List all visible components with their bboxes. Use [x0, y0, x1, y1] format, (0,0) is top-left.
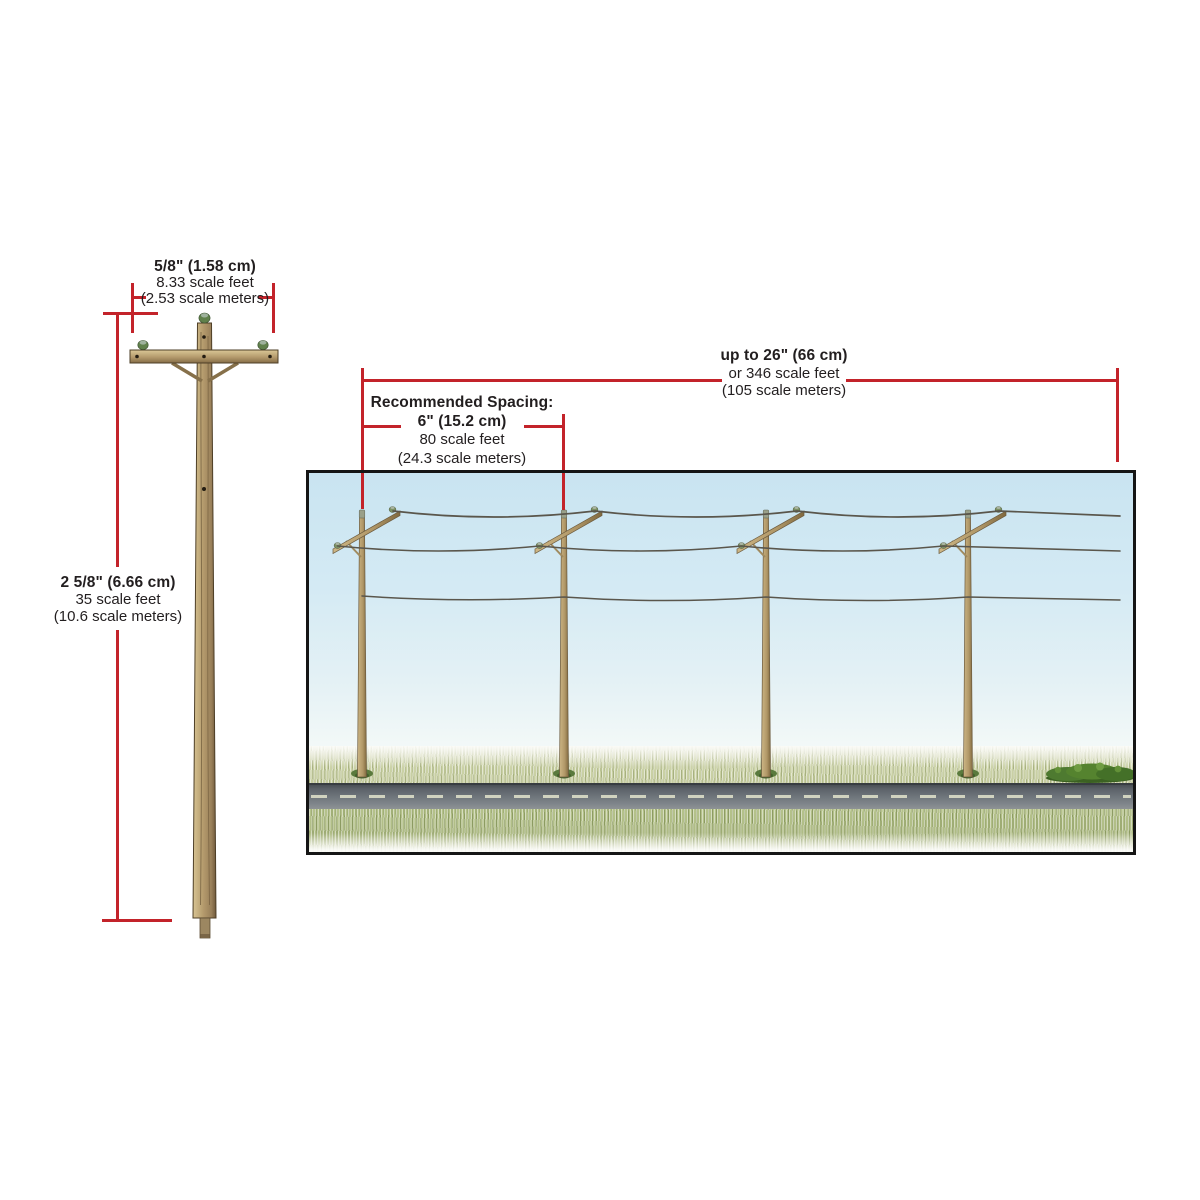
- spacing-dim-stub-left: [361, 425, 401, 428]
- crossarm-brace-left: [171, 361, 203, 383]
- pole-product-illustration: [129, 312, 279, 939]
- pole-height-feet: 35 scale feet: [75, 591, 161, 608]
- road-centerline: [311, 795, 1131, 798]
- crossarm-width-label: 5/8" (1.58 cm) 8.33 scale feet (2.53 sca…: [85, 259, 325, 307]
- crossarm-brace-right: [207, 361, 239, 383]
- crossarm-dim-stub-right: [258, 296, 275, 299]
- height-dim-top-tick: [103, 312, 158, 315]
- run-length-size: up to 26" (66 cm): [720, 347, 848, 364]
- spacing-size: 6" (15.2 cm): [417, 412, 507, 430]
- recommended-spacing-label: Recommended Spacing: 6" (15.2 cm) 80 sca…: [342, 394, 582, 468]
- length-dim-line-right: [846, 379, 1119, 382]
- peg-shadow: [200, 934, 210, 938]
- bolt: [135, 354, 139, 359]
- length-dim-right-tick: [1116, 368, 1119, 462]
- bolt: [268, 354, 272, 359]
- pole-hole: [202, 487, 206, 491]
- spacing-title: Recommended Spacing:: [370, 394, 554, 411]
- pole-height-size: 2 5/8" (6.66 cm): [60, 574, 176, 591]
- spacing-feet: 80 scale feet: [419, 431, 505, 448]
- spacing-meters: (24.3 scale meters): [397, 449, 527, 467]
- crossarm-dim-left-tick: [131, 283, 134, 333]
- crossarm-dim-right-tick: [272, 283, 275, 333]
- pole-height-label: 2 5/8" (6.66 cm) 35 scale feet (10.6 sca…: [18, 574, 218, 625]
- height-dim-line-lower: [116, 630, 119, 922]
- pole-height-meters: (10.6 scale meters): [53, 608, 183, 625]
- mounting-peg: [199, 917, 211, 939]
- run-length-meters: (105 scale meters): [721, 382, 847, 399]
- insulator-top: [198, 312, 211, 324]
- bolt: [202, 335, 206, 339]
- run-length-label: up to 26" (66 cm) or 346 scale feet (105…: [662, 347, 906, 400]
- road: [309, 783, 1133, 809]
- layout-scene: [309, 473, 1133, 852]
- run-length-feet: or 346 scale feet: [728, 364, 840, 382]
- crossarm-width-feet: 8.33 scale feet: [156, 274, 254, 291]
- height-dim-bottom-tick: [102, 919, 172, 922]
- length-dim-left-tick: [361, 368, 364, 509]
- crossarm-width-meters: (2.53 scale meters): [140, 290, 270, 307]
- length-dim-line-left: [361, 379, 722, 382]
- crossarm: [129, 349, 279, 364]
- spacing-dim-stub-right: [524, 425, 565, 428]
- crossarm-width-size: 5/8" (1.58 cm): [154, 258, 256, 275]
- crossarm-dim-stub-left: [131, 296, 146, 299]
- height-dim-line-upper: [116, 312, 119, 567]
- near-grass-strip: [309, 809, 1133, 852]
- spacing-dim-right-tick: [562, 414, 565, 510]
- insulator-left: [137, 340, 149, 350]
- bolt: [202, 354, 206, 359]
- far-grass-strip: [309, 746, 1133, 784]
- insulator-right: [257, 340, 269, 350]
